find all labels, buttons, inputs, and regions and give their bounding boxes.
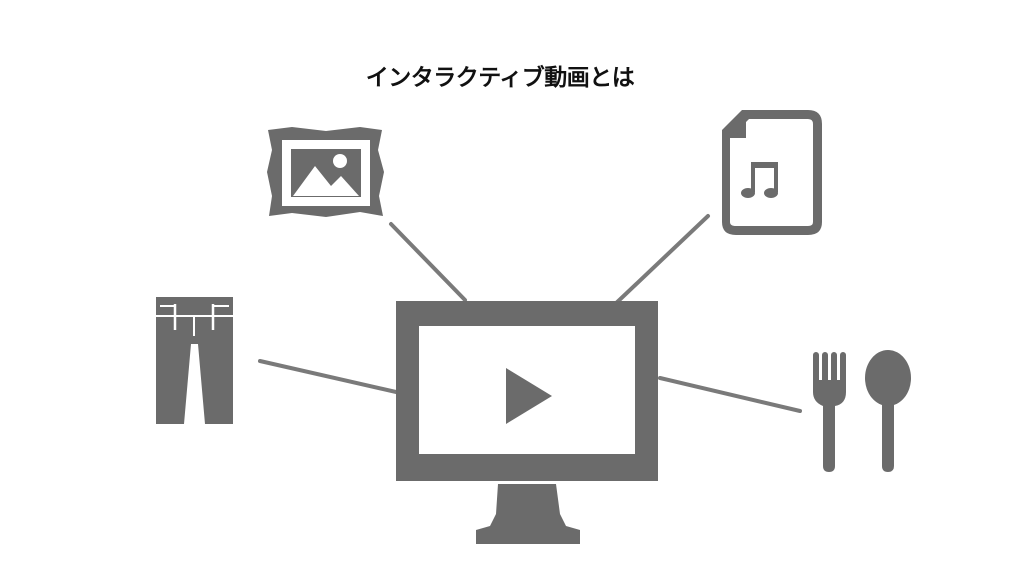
video-monitor-icon [396, 301, 658, 544]
diagram-title: インタラクティブ動画とは [365, 65, 635, 91]
music-file-icon [722, 110, 822, 235]
monitor-stand [476, 484, 580, 544]
connector-picture [389, 222, 467, 302]
connector-food [658, 376, 802, 413]
connector-music [610, 214, 710, 309]
connector-lines [258, 214, 802, 413]
play-icon [506, 368, 552, 424]
connector-jeans [258, 359, 420, 399]
jeans-icon [156, 297, 233, 424]
picture-frame-icon [267, 127, 384, 217]
fork-spoon-icon [813, 350, 911, 472]
